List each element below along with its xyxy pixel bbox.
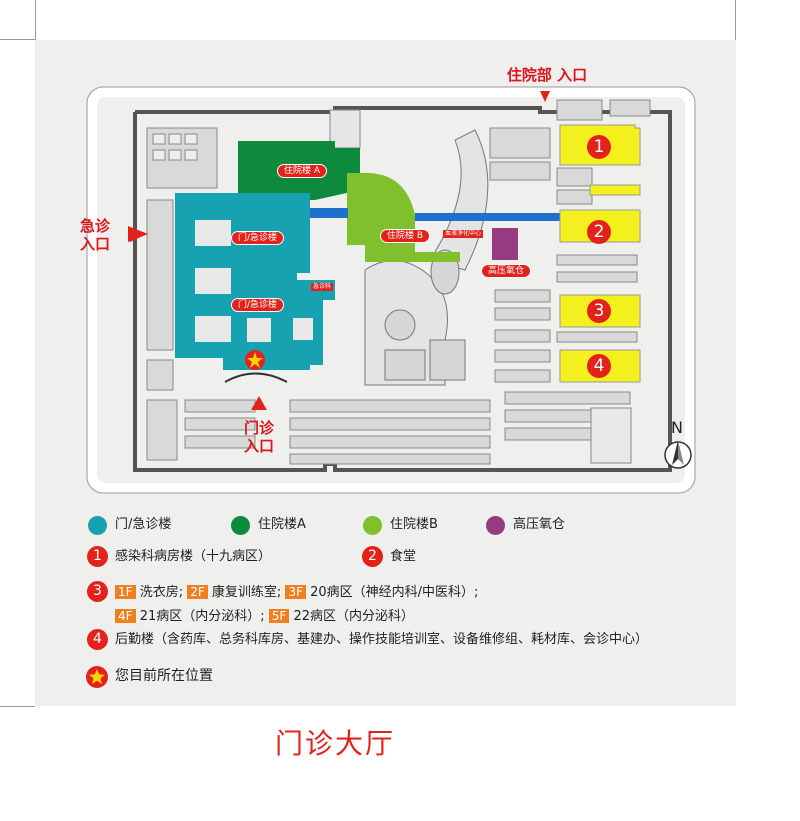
legend-item-1-text: 感染科病房楼（十九病区） — [115, 549, 272, 564]
legend-item-4-text: 后勤楼（含药库、总务科库房、基建办、操作技能培训室、设备维修组、耗材库、会诊中心… — [115, 632, 649, 647]
legend-badge-4: 4 — [87, 629, 108, 650]
floor-5f: 5F — [268, 609, 290, 623]
label-outpatient-emergency-2: 门/急诊楼 — [231, 298, 285, 312]
outpatient-courtyards — [195, 220, 313, 342]
building-hyperbaric — [492, 228, 518, 260]
legend-darkgreen-text: 住院楼A — [258, 517, 306, 532]
label-inpatient-a: 住院楼 A — [277, 164, 328, 178]
outpatient-entrance-label-2: 入口 — [243, 437, 274, 455]
badge-1: 1 — [587, 135, 611, 159]
legend-badge-2: 2 — [362, 546, 383, 567]
crop-mark-top-right-v — [735, 0, 736, 40]
legend-badge-3: 3 — [87, 581, 108, 602]
floor-2f-text: 康复训练室; — [211, 585, 282, 600]
page-footer-title: 门诊大厅 — [275, 727, 396, 760]
floor-1f: 1F — [115, 585, 136, 599]
crop-mark-bottom-left — [0, 706, 35, 707]
campus-map — [86, 86, 696, 494]
floor-2f: 2F — [187, 585, 208, 599]
floor-1f-text: 洗衣房; — [139, 585, 184, 600]
entrance-arrow-icon — [128, 91, 550, 410]
outpatient-canopy — [224, 372, 288, 383]
outpatient-entrance-label-1: 门诊 — [243, 419, 274, 437]
floor-4f-text: 21病区（内分泌科）; — [139, 609, 265, 624]
emergency-entrance-label-1: 急诊 — [79, 217, 110, 235]
yellow-buildings — [559, 124, 641, 383]
outer-road — [87, 87, 695, 493]
legend-teal-text: 门/急诊楼 — [115, 517, 172, 532]
legend-purple-dot — [486, 516, 505, 535]
crop-mark-top-left — [0, 39, 35, 40]
floor-3f: 3F — [285, 585, 306, 599]
label-inpatient-b: 住院楼 B — [380, 229, 431, 243]
crop-mark-top-left-v — [35, 0, 36, 40]
inpatient-entrance-label: 住院部 入口 — [506, 66, 588, 84]
legend-purple-text: 高压氧仓 — [513, 517, 566, 532]
legend-star-icon — [85, 665, 109, 689]
label-purification-center: 血液净化中心 — [443, 230, 484, 238]
legend-star-text: 您目前所在位置 — [115, 668, 213, 684]
star-icon — [245, 350, 265, 370]
emergency-entrance-label-2: 入口 — [79, 235, 110, 253]
legend-lightgreen-text: 住院楼B — [390, 517, 438, 532]
interior-blocks — [146, 99, 651, 465]
legend-item-3-line-1: 1F 洗衣房; 2F 康复训练室; 3F 20病区（神经内科/中医科）; — [115, 583, 478, 602]
outer-road-edge — [86, 86, 696, 494]
floor-4f: 4F — [115, 609, 136, 623]
north-label: N — [671, 418, 683, 437]
badge-4: 4 — [587, 354, 611, 378]
legend-teal-dot — [88, 516, 107, 535]
north-arrow-icon — [664, 440, 692, 469]
legend-item-2-text: 食堂 — [390, 549, 417, 564]
badge-3: 3 — [587, 299, 611, 323]
legend-item-3-line-2: 4F 21病区（内分泌科）; 5F 22病区（内分泌科） — [115, 607, 414, 626]
floor-5f-text: 22病区（内分泌科） — [293, 609, 414, 624]
label-outpatient-emergency-1: 门/急诊楼 — [231, 231, 285, 245]
label-emergency-dept: 急诊科 — [311, 283, 334, 291]
campus-wall — [133, 106, 672, 472]
legend-darkgreen-dot — [231, 516, 250, 535]
corridor-west — [310, 208, 348, 218]
corridor-east — [415, 213, 567, 221]
label-hyperbaric: 高压氧仓 — [481, 264, 532, 278]
legend-badge-1: 1 — [87, 546, 108, 567]
building-inpatient-b — [347, 172, 460, 262]
map-board: 住院部 入口 急诊 入口 门诊 入口 N 住院楼 A 住院楼 B 门/急诊楼 门… — [35, 40, 736, 706]
floor-3f-text: 20病区（神经内科/中医科）; — [310, 585, 479, 600]
badge-2: 2 — [587, 220, 611, 244]
legend-lightgreen-dot — [363, 516, 382, 535]
